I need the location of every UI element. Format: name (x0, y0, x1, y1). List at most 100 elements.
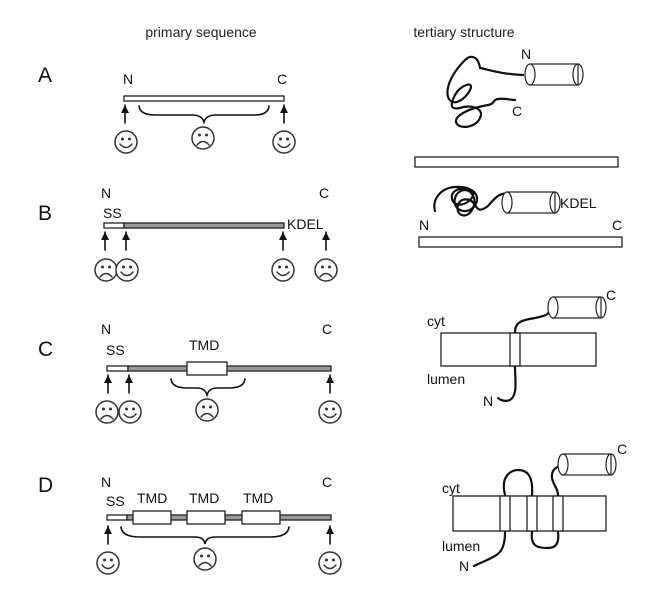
happy-face-icon (271, 258, 295, 282)
happy-face-icon (118, 400, 142, 424)
panel-d: D N C SS TMD TMD TMD cyt lumen (38, 441, 627, 575)
arrow-icon (103, 374, 113, 394)
happy-face-icon (272, 130, 296, 154)
helix-cylinder-end (524, 63, 536, 86)
sad-face-icon (314, 258, 338, 282)
helix-cylinder-end (501, 191, 513, 214)
arrow-icon (279, 104, 289, 124)
tertiary-structure-d: cyt lumen C N (442, 441, 627, 574)
tertiary-n-label: N (483, 393, 493, 409)
brace (170, 378, 246, 398)
lumen-label: lumen (427, 371, 465, 387)
unfolded-chain (446, 55, 525, 128)
tertiary-c-label: C (606, 287, 616, 303)
unfolded-chain (433, 185, 510, 217)
luminal-loop (530, 530, 560, 550)
tertiary-n-label: N (521, 46, 531, 62)
tmd-segment (186, 510, 226, 525)
happy-face-icon (96, 551, 120, 575)
panel-a-label: A (38, 64, 52, 87)
tertiary-kdel-label: KDEL (560, 195, 597, 211)
c-terminus-label: C (322, 321, 332, 337)
signal-sequence-segment (103, 222, 125, 229)
sad-face-icon (193, 547, 217, 571)
kdel-label: KDEL (287, 216, 324, 232)
happy-face-icon (318, 551, 342, 575)
tmd-label: TMD (189, 337, 219, 353)
helix-cylinder (552, 296, 602, 319)
tertiary-structure-b: KDEL N C (418, 185, 623, 248)
primary-sequence-header: primary sequence (145, 24, 256, 40)
tmd-helix (509, 332, 521, 367)
tertiary-c-label: C (612, 217, 622, 233)
sad-face-icon (195, 398, 219, 422)
helix-cylinder (506, 191, 556, 214)
signal-sequence-label: SS (106, 493, 125, 509)
arrow-icon (321, 231, 331, 251)
arrow-icon (120, 104, 130, 124)
arrow-icon (278, 231, 288, 251)
arrow-icon (325, 374, 335, 394)
cytoplasmic-tail (550, 463, 564, 497)
panel-a: A N C N C (38, 46, 619, 168)
helix-cylinder-end (547, 296, 559, 319)
tmd-helix (499, 495, 511, 532)
c-terminus-label: C (322, 474, 332, 490)
luminal-tail (496, 365, 517, 402)
mature-protein-segment (127, 365, 332, 372)
helix-cylinder (562, 453, 612, 476)
helix-cylinder-end (549, 191, 561, 214)
c-terminus-label: C (319, 185, 329, 201)
signal-sequence-segment (106, 365, 129, 372)
primary-sequence-bar (123, 95, 285, 102)
helix-cylinder-end (572, 63, 584, 86)
happy-face-icon (115, 258, 139, 282)
lumen-label: lumen (442, 538, 480, 554)
cytoplasmic-loop (502, 468, 534, 497)
arrow-icon (100, 231, 110, 251)
happy-face-icon (114, 130, 138, 154)
n-terminus-label: N (123, 71, 133, 87)
sad-face-icon (191, 126, 215, 150)
tertiary-structure-c: cyt lumen C N (427, 287, 616, 409)
cytoplasmic-tail (513, 308, 552, 334)
tmd-helix (526, 495, 538, 532)
tmd-segment (132, 510, 172, 525)
c-terminus-label: C (277, 71, 287, 87)
helix-cylinder (529, 63, 579, 86)
signal-sequence-label: SS (106, 342, 125, 358)
panel-c: C N C SS TMD cyt lumen C N (38, 287, 616, 424)
tertiary-c-label: C (617, 441, 627, 457)
arrow-icon (325, 525, 335, 545)
helix-cylinder-end (605, 453, 617, 476)
happy-face-icon (318, 400, 342, 424)
n-terminus-label: N (101, 474, 111, 490)
tmd-helix (552, 495, 564, 532)
tmd-segment (186, 361, 228, 376)
tmd-segment (241, 510, 281, 525)
membrane-bar (414, 156, 619, 168)
cyt-label: cyt (427, 313, 445, 329)
tertiary-n-label: N (459, 558, 469, 574)
tertiary-structure-header: tertiary structure (413, 24, 514, 40)
brace (120, 526, 290, 545)
n-terminus-label: N (101, 185, 111, 201)
signal-sequence-label: SS (103, 205, 122, 221)
helix-cylinder-end (595, 296, 607, 319)
sad-face-icon (94, 258, 118, 282)
tertiary-c-label: C (512, 103, 522, 119)
helix-cylinder-end (557, 453, 569, 476)
membrane-bar (418, 236, 623, 248)
mature-protein-segment (126, 514, 332, 521)
tmd-label: TMD (243, 490, 273, 506)
tmd-label: TMD (137, 490, 167, 506)
panel-b: B N C SS KDEL KDEL N C (38, 185, 623, 282)
luminal-tail (472, 530, 507, 568)
brace (138, 105, 270, 125)
n-terminus-label: N (101, 321, 111, 337)
sad-face-icon (95, 400, 119, 424)
signal-sequence-segment (106, 514, 128, 521)
panel-d-label: D (38, 474, 53, 497)
panel-c-label: C (38, 338, 53, 361)
